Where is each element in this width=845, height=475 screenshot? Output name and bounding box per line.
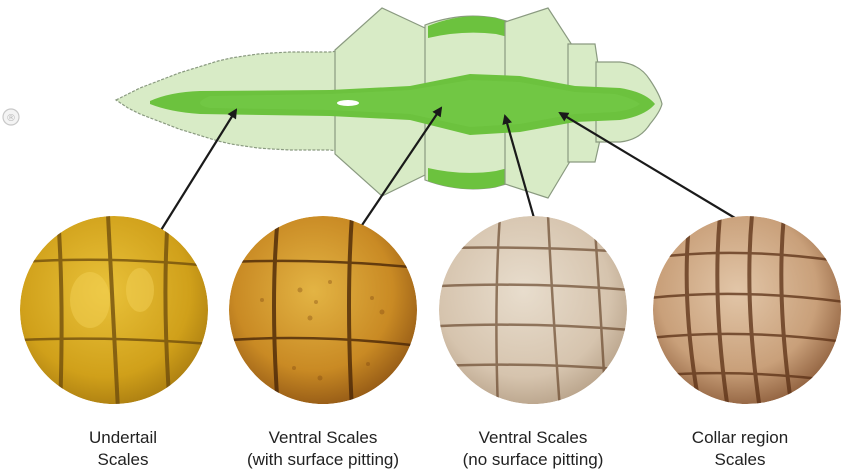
caption-undertail-line1: Undertail bbox=[23, 427, 223, 449]
caption-ventral-no-pitting-line1: Ventral Scales bbox=[433, 427, 633, 449]
caption-undertail: Undertail Scales bbox=[23, 427, 223, 471]
caption-collar: Collar region Scales bbox=[640, 427, 840, 471]
arrow-collar bbox=[560, 113, 750, 227]
circled-symbol-icon: ® bbox=[3, 109, 19, 125]
caption-undertail-line2: Scales bbox=[23, 449, 223, 471]
sample-collar-image bbox=[650, 215, 845, 410]
sample-undertail-image bbox=[20, 215, 210, 410]
svg-text:®: ® bbox=[6, 113, 16, 124]
caption-collar-line1: Collar region bbox=[640, 427, 840, 449]
vent-mark bbox=[337, 100, 359, 106]
caption-ventral-pitting-line2: (with surface pitting) bbox=[223, 449, 423, 471]
sample-ventral-pitting-image bbox=[229, 215, 420, 410]
caption-collar-line2: Scales bbox=[640, 449, 840, 471]
caption-ventral-pitting-line1: Ventral Scales bbox=[223, 427, 423, 449]
caption-ventral-pitting: Ventral Scales (with surface pitting) bbox=[223, 427, 423, 471]
sample-ventral-no-pitting-image bbox=[439, 215, 630, 410]
caption-ventral-no-pitting: Ventral Scales (no surface pitting) bbox=[433, 427, 633, 471]
caption-ventral-no-pitting-line2: (no surface pitting) bbox=[433, 449, 633, 471]
